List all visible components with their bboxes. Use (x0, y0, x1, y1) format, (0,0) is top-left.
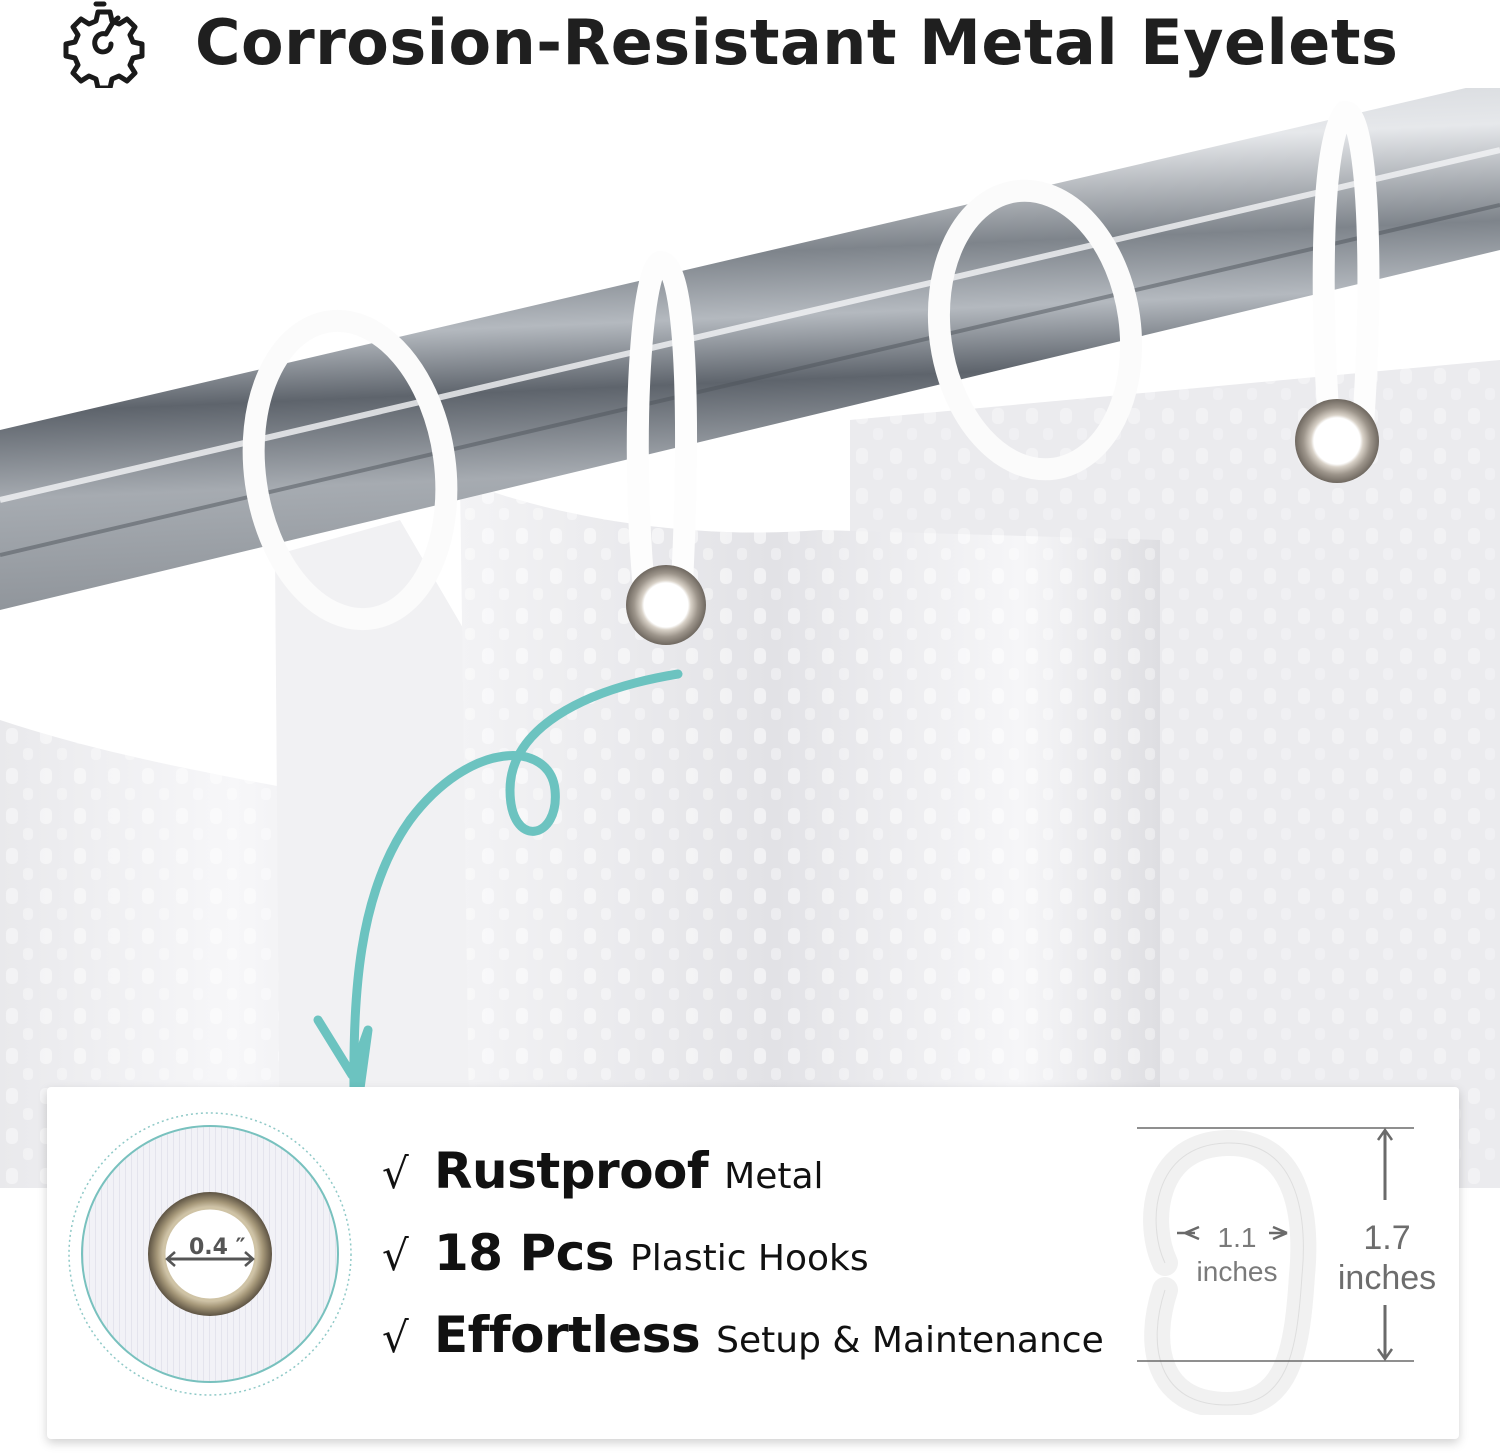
feature-title: Rustproof (434, 1142, 709, 1200)
hook-width-value: 1.1 (1217, 1222, 1257, 1253)
feature-item: √ 18 Pcs Plastic Hooks (382, 1224, 1104, 1306)
feature-list: √ Rustproof Metal √ 18 Pcs Plastic Hooks… (382, 1142, 1104, 1388)
header: Corrosion-Resistant Metal Eyelets (0, 0, 1500, 88)
feature-desc: Setup & Maintenance (716, 1320, 1104, 1361)
hook-dimension-diagram (1137, 1127, 1414, 1415)
feature-item: √ Rustproof Metal (382, 1142, 1104, 1224)
page-title: Corrosion-Resistant Metal Eyelets (195, 6, 1399, 79)
check-icon: √ (382, 1149, 409, 1198)
check-icon: √ (382, 1231, 409, 1280)
product-photo (0, 88, 1500, 1188)
feature-title: Effortless (434, 1306, 701, 1364)
arrow-icon (313, 669, 683, 1135)
feature-item: √ Effortless Setup & Maintenance (382, 1306, 1104, 1388)
grommet (626, 565, 706, 645)
hook-height-value: 1.7 (1363, 1219, 1411, 1257)
feature-title: 18 Pcs (434, 1224, 615, 1282)
eyelet-closeup (68, 1112, 352, 1396)
eyelet-size-label: 0.4 ″ (189, 1235, 246, 1260)
feature-desc: Metal (724, 1156, 824, 1197)
hook-height-unit: inches (1337, 1259, 1437, 1297)
hook-width-label: 1.1 inches (1187, 1221, 1287, 1289)
hook-width-unit: inches (1196, 1256, 1278, 1287)
check-icon: √ (382, 1313, 409, 1362)
shower-rod-scene (0, 88, 1500, 1188)
hook-height-label: 1.7 inches (1337, 1218, 1437, 1298)
gear-icon (63, 1, 145, 88)
feature-desc: Plastic Hooks (630, 1238, 869, 1279)
feature-card: 0.4 ″ √ Rustproof Metal √ 18 Pcs Plastic… (47, 1087, 1459, 1439)
